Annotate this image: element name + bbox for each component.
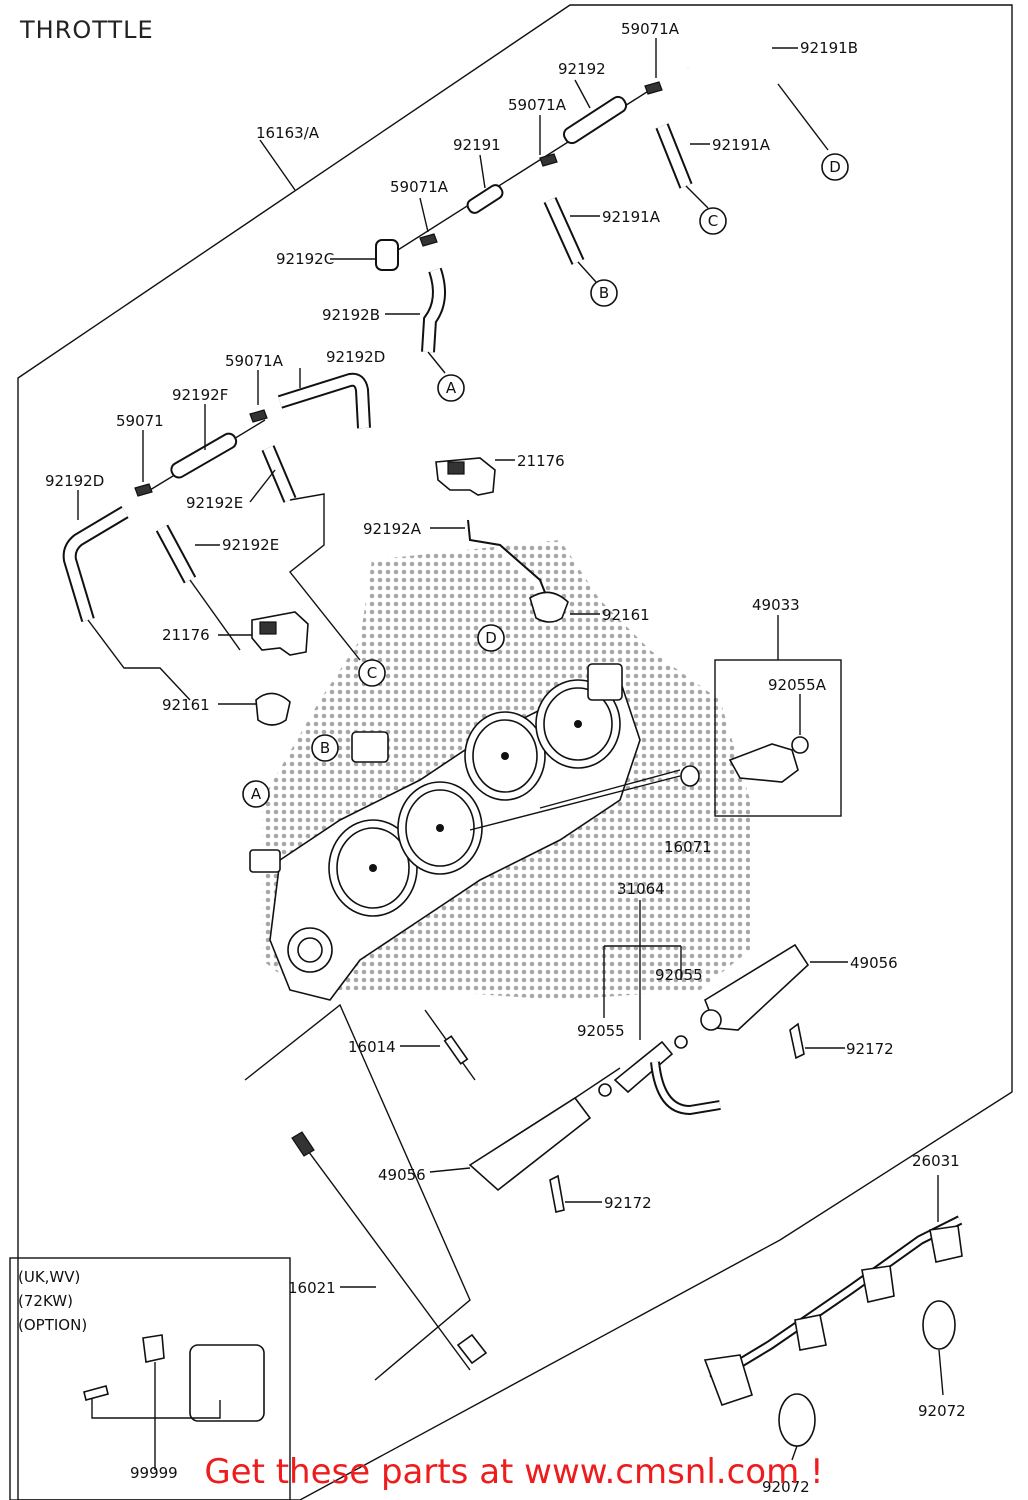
cable-16021: [244, 1003, 488, 1381]
page-title: THROTTLE: [20, 16, 154, 44]
callout-92191b: 92191B: [800, 39, 858, 57]
callout-92191: 92191: [453, 136, 501, 154]
vacuum-hose-group-upper: [375, 33, 829, 374]
throttle-body-assembly: [249, 663, 641, 1001]
callout-92172-2: 92172: [604, 1194, 652, 1212]
callout-16021: 16021: [288, 1279, 336, 1297]
callout-21176-1: 21176: [517, 452, 565, 470]
callout-92192c: 92192C: [276, 250, 334, 268]
marker-c-upper: C: [708, 212, 718, 230]
callout-92192: 92192: [558, 60, 606, 78]
callout-99999: 99999: [130, 1464, 178, 1482]
callout-59071a-1: 59071A: [621, 20, 680, 38]
marker-a-lower: A: [251, 785, 262, 803]
callout-92192d-2: 92192D: [45, 472, 104, 490]
map-sensor-left: [251, 611, 309, 726]
callout-92192f: 92192F: [172, 386, 228, 404]
callout-59071: 59071: [116, 412, 164, 430]
marker-b-upper: B: [599, 284, 609, 302]
map-sensor-upper: [435, 457, 569, 623]
callout-49033: 49033: [752, 596, 800, 614]
callout-16163: 16163/A: [256, 124, 320, 142]
callout-92055-2: 92055: [577, 1022, 625, 1040]
callout-92072-1: 92072: [918, 1402, 966, 1420]
option-line-2: (72KW): [18, 1292, 73, 1310]
fuel-rail-right: [700, 943, 810, 1060]
option-line-3: (OPTION): [18, 1316, 87, 1334]
callout-92191a-1: 92191A: [712, 136, 771, 154]
vacuum-hose-group-left: [62, 372, 371, 701]
marker-c-lower: C: [367, 664, 377, 682]
callout-92192e-2: 92192E: [222, 536, 279, 554]
callout-26031: 26031: [912, 1152, 960, 1170]
promo-banner[interactable]: Get these parts at www.cmsnl.com !: [204, 1452, 824, 1492]
callout-31064: 31064: [617, 880, 665, 898]
injector-box: [469, 659, 842, 831]
marker-d-upper: D: [829, 158, 841, 176]
callout-59071a-3: 59071A: [390, 178, 449, 196]
callout-92055-1: 92055: [655, 966, 703, 984]
callout-16014: 16014: [348, 1038, 396, 1056]
option-box: [9, 1257, 291, 1500]
callout-92192a: 92192A: [363, 520, 422, 538]
screw-16014: [424, 1009, 476, 1081]
callout-49056-1: 49056: [850, 954, 898, 972]
callout-labels: 16163/A 59071A 92191B 92192 59071A 92191…: [18, 20, 966, 1496]
callout-16071: 16071: [664, 838, 712, 856]
callout-59071a-2: 59071A: [508, 96, 567, 114]
callout-49056-2: 49056: [378, 1166, 426, 1184]
marker-d-lower: D: [485, 629, 497, 647]
wiring-harness: [703, 1175, 963, 1461]
fuel-pipe-31064: [598, 900, 721, 1116]
callout-92072-2: 92072: [762, 1478, 810, 1496]
marker-a-upper: A: [446, 379, 457, 397]
callout-92055a: 92055A: [768, 676, 827, 694]
fuel-rail-left: [468, 1067, 621, 1213]
callout-92161-1: 92161: [602, 606, 650, 624]
callout-92172-1: 92172: [846, 1040, 894, 1058]
option-line-1: (UK,WV): [18, 1268, 80, 1286]
callout-21176-2: 21176: [162, 626, 210, 644]
callout-92192d-1: 92192D: [326, 348, 385, 366]
circle-markers: D C B A A B C D: [242, 153, 849, 808]
callout-92161-2: 92161: [162, 696, 210, 714]
assembly-outline: [17, 4, 1013, 1500]
callout-92192b: 92192B: [322, 306, 380, 324]
callout-92191a-2: 92191A: [602, 208, 661, 226]
leader-lines: [77, 38, 848, 1288]
marker-b-lower: B: [320, 739, 330, 757]
callout-92192e-1: 92192E: [186, 494, 243, 512]
callout-59071a-4: 59071A: [225, 352, 284, 370]
